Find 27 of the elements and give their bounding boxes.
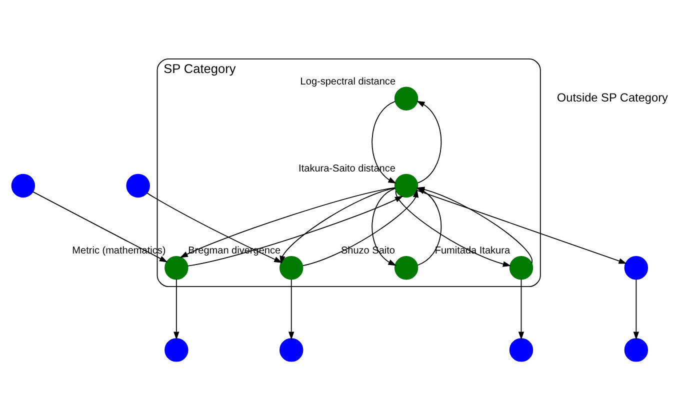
arrow xyxy=(288,278,294,340)
arrow xyxy=(32,190,168,262)
arrow xyxy=(633,278,640,340)
node-label: Log-spectral distance xyxy=(300,76,396,87)
arrow xyxy=(187,195,404,266)
node-circle xyxy=(624,255,648,280)
arrow xyxy=(372,188,396,266)
node-circle xyxy=(164,338,188,362)
node-circle xyxy=(280,338,304,362)
node-circle xyxy=(624,338,648,362)
node-circle xyxy=(11,173,36,198)
node-circle xyxy=(394,86,418,110)
arrow xyxy=(302,188,419,266)
arrow xyxy=(416,100,442,183)
label: Outside SP Category xyxy=(556,90,668,104)
arrow xyxy=(280,186,396,264)
arrow xyxy=(396,190,512,266)
arrow xyxy=(180,186,396,258)
arrow xyxy=(146,192,282,262)
node-circle xyxy=(509,338,534,362)
node-circle xyxy=(164,255,188,280)
node-circle xyxy=(509,255,534,280)
node-circle xyxy=(394,255,418,280)
arrow xyxy=(416,189,627,264)
arrow xyxy=(518,278,524,340)
arrow xyxy=(174,278,180,340)
node-circle xyxy=(126,173,150,198)
